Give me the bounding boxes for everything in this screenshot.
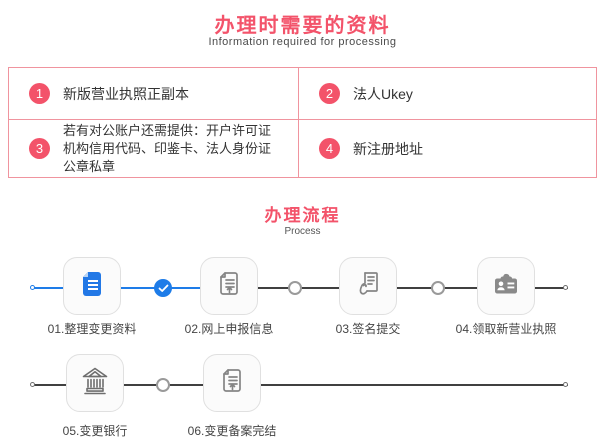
document-upload-icon [212, 267, 246, 306]
requirement-item-4: 4 新注册地址 [299, 120, 596, 177]
process-title: 办理流程 [264, 206, 341, 225]
step-card-04 [477, 257, 535, 315]
step-card-01 [63, 257, 121, 315]
flow-line-dark-row1 [258, 287, 568, 289]
step-card-06 [203, 354, 261, 412]
number-badge-2: 2 [319, 83, 340, 104]
flow-node-circle-2 [431, 281, 445, 295]
page-title: 办理时需要的资料 [214, 15, 391, 37]
flow-node-circle-3 [156, 378, 170, 392]
step-label-05: 05.变更银行 [62, 424, 128, 438]
document-upload-icon [215, 364, 249, 403]
step-label-02: 02.网上申报信息 [184, 322, 274, 336]
flow-line-dark-row2 [33, 384, 568, 386]
id-card-icon [489, 267, 523, 306]
requirement-text-2: 法人Ukey [353, 85, 413, 102]
number-badge-3: 3 [29, 138, 50, 159]
requirement-text-4: 新注册地址 [353, 140, 423, 157]
requirement-item-3: 3 若有对公账户还需提供：开户许可证 机构信用代码、印鉴卡、法人身份证 公章私章 [9, 120, 299, 177]
step-label-06: 06.变更备案完结 [187, 424, 277, 438]
requirement-text-3: 若有对公账户还需提供：开户许可证 机构信用代码、印鉴卡、法人身份证 公章私章 [63, 122, 272, 174]
flow-start-dot-row2 [30, 382, 35, 387]
requirements-table: 1 新版营业执照正副本 2 法人Ukey 3 若有对公账户还需提供：开户许可证 … [8, 67, 597, 178]
requirement-text-1: 新版营业执照正副本 [63, 85, 189, 102]
blue-document-icon [75, 267, 109, 306]
step-card-05 [66, 354, 124, 412]
step-card-02 [200, 257, 258, 315]
number-badge-1: 1 [29, 83, 50, 104]
flow-node-circle-1 [288, 281, 302, 295]
flow-start-dot-row1 [30, 285, 35, 290]
bank-icon [78, 364, 112, 403]
flow-end-dot-row2 [563, 382, 568, 387]
step-label-01: 01.整理变更资料 [47, 322, 137, 336]
requirement-item-1: 1 新版营业执照正副本 [9, 68, 299, 120]
step-label-03: 03.签名提交 [335, 322, 401, 336]
number-badge-4: 4 [319, 138, 340, 159]
requirement-item-2: 2 法人Ukey [299, 68, 596, 120]
hand-document-icon [351, 267, 385, 306]
process-subtitle: Process [284, 226, 321, 237]
check-circle-icon [154, 279, 172, 297]
flow-end-dot-row1 [563, 285, 568, 290]
step-card-03 [339, 257, 397, 315]
step-label-04: 04.领取新营业执照 [455, 322, 557, 336]
page-subtitle: Information required for processing [208, 36, 397, 48]
